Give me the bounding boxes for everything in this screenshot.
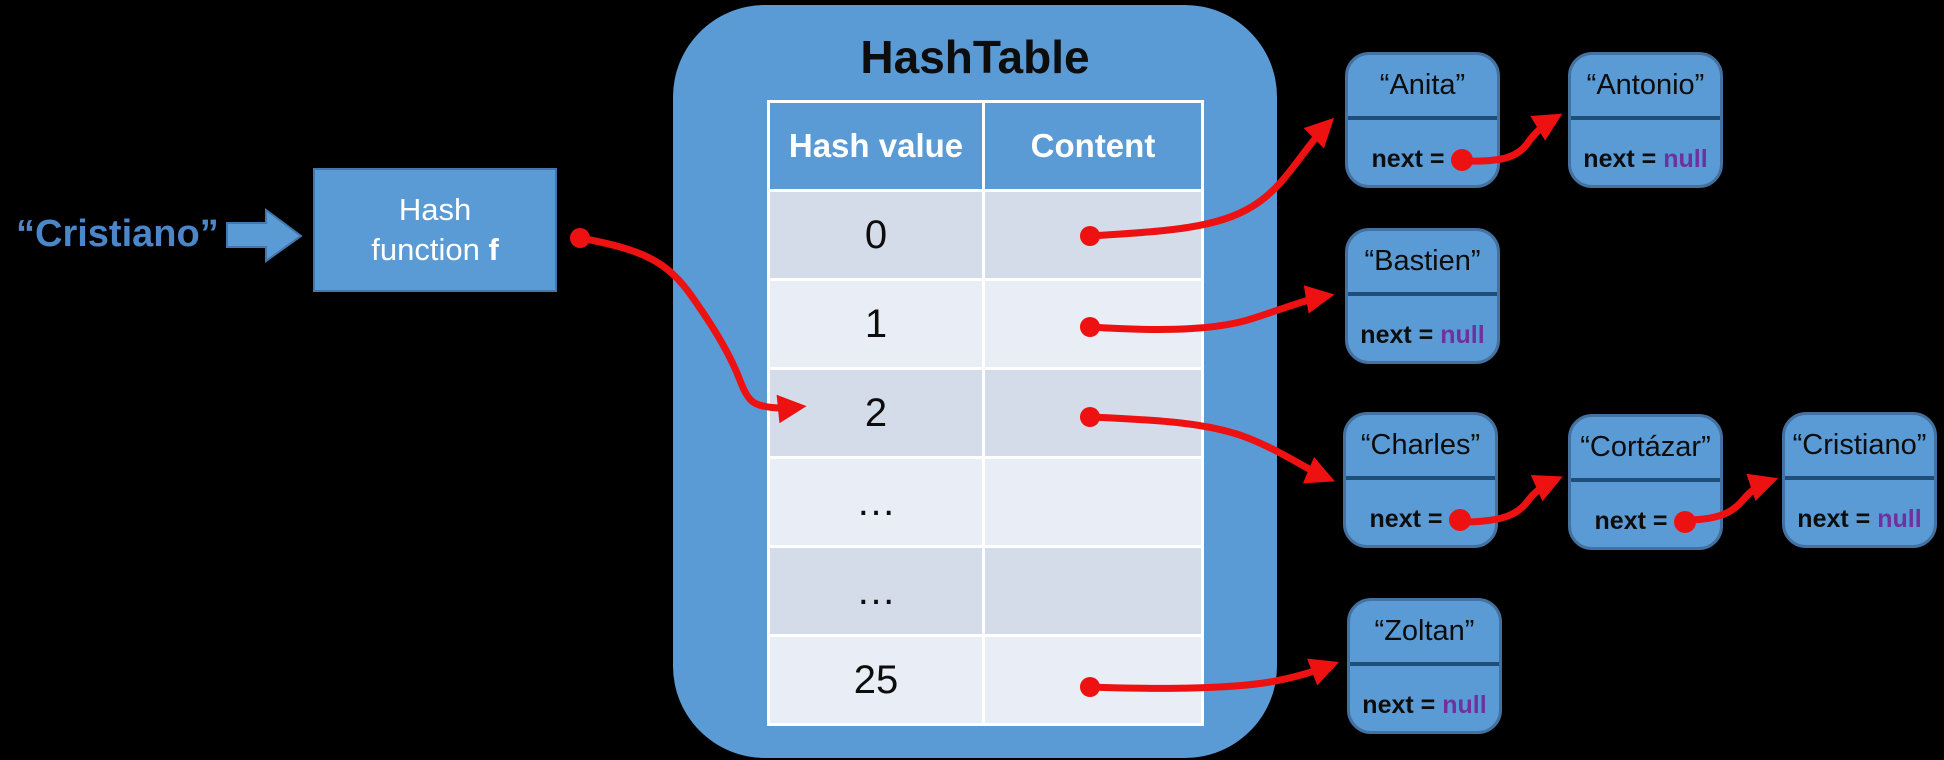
node-bastien: “Bastien” next =null (1345, 228, 1500, 364)
null-value: null (1663, 145, 1708, 173)
node-next: next = (1571, 482, 1720, 547)
next-label: next = (1371, 145, 1445, 173)
node-antonio: “Antonio” next =null (1568, 52, 1723, 188)
table-row: 2 (767, 367, 1204, 459)
null-value: null (1442, 691, 1487, 719)
pointer-dot-icon (1451, 148, 1474, 171)
table-row: 25 (767, 634, 1204, 726)
next-label: next = (1362, 691, 1436, 719)
pointer-dot-icon (1674, 510, 1697, 533)
table-row: … (767, 456, 1204, 548)
node-next: next = (1346, 480, 1495, 545)
table-row: 1 (767, 278, 1204, 370)
next-label: next = (1360, 321, 1434, 349)
next-label: next = (1594, 507, 1668, 535)
hash-function-line2: function f (371, 232, 499, 267)
node-charles: “Charles” next = (1343, 412, 1498, 548)
null-value: null (1440, 321, 1485, 349)
hash-function-box: Hash function f (313, 168, 557, 292)
hash-cell-4: … (767, 545, 985, 637)
content-cell-3 (982, 456, 1204, 548)
hash-cell-3: … (767, 456, 985, 548)
hash-cell-1: 1 (767, 278, 985, 370)
pointer-dot-icon (1449, 508, 1472, 531)
next-label: next = (1797, 505, 1871, 533)
node-cristiano: “Cristiano” next =null (1782, 412, 1937, 548)
null-value: null (1877, 505, 1922, 533)
node-next: next =null (1350, 666, 1499, 731)
content-cell-0 (982, 189, 1204, 281)
next-label: next = (1369, 505, 1443, 533)
header-hash-value: Hash value (767, 100, 985, 192)
hash-cell-0: 0 (767, 189, 985, 281)
content-cell-1 (982, 278, 1204, 370)
hash-function-line1: Hash (398, 191, 472, 227)
content-cell-2 (982, 367, 1204, 459)
hash-cell-25: 25 (767, 634, 985, 726)
input-string-label: “Cristiano” (16, 213, 219, 255)
node-zoltan: “Zoltan” next =null (1347, 598, 1502, 734)
node-next: next =null (1785, 480, 1934, 545)
hash-output-dot-icon (570, 228, 590, 248)
hashtable-title: HashTable (860, 31, 1090, 83)
content-cell-25 (982, 634, 1204, 726)
node-name: “Bastien” (1348, 231, 1497, 296)
hashtable-table: Hash value Content 0 1 2 … … (767, 100, 1204, 726)
node-name: “Cristiano” (1785, 415, 1934, 480)
node-name: “Charles” (1346, 415, 1495, 480)
node-next: next = (1348, 120, 1497, 185)
header-content: Content (982, 100, 1204, 192)
flow-arrow-icon (226, 208, 303, 263)
hash-function-f: f (488, 232, 499, 267)
node-name: “Antonio” (1571, 55, 1720, 120)
table-row: … (767, 545, 1204, 637)
table-row: 0 (767, 189, 1204, 281)
hash-cell-2: 2 (767, 367, 985, 459)
node-name: “Zoltan” (1350, 601, 1499, 666)
table-header-row: Hash value Content (767, 100, 1204, 192)
node-name: “Anita” (1348, 55, 1497, 120)
node-next: next =null (1571, 120, 1720, 185)
node-next: next =null (1348, 296, 1497, 361)
node-anita: “Anita” next = (1345, 52, 1500, 188)
next-label: next = (1583, 145, 1657, 173)
content-cell-4 (982, 545, 1204, 637)
node-cortazar: “Cortázar” next = (1568, 414, 1723, 550)
node-name: “Cortázar” (1571, 417, 1720, 482)
